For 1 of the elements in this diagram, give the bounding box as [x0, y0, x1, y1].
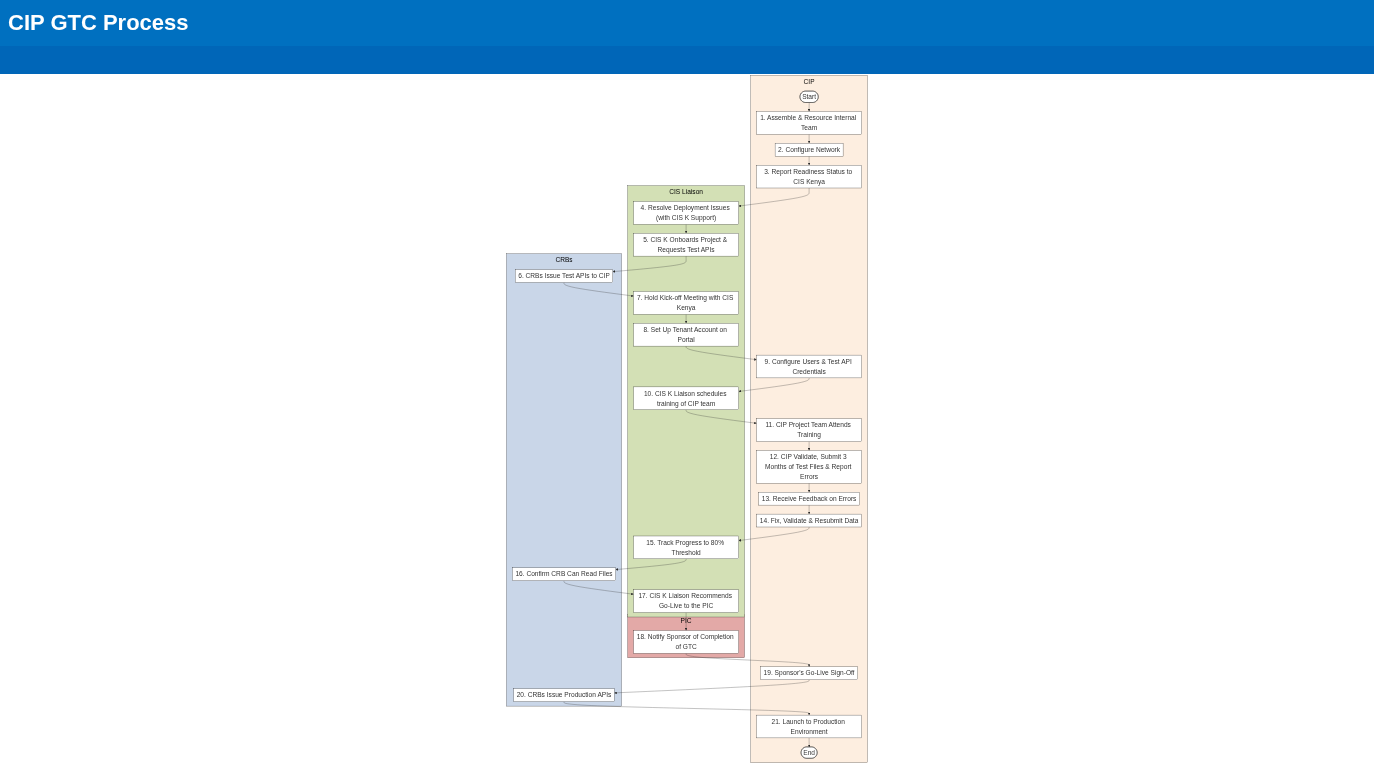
diagram-title: CIP GTC Process	[0, 0, 1374, 74]
